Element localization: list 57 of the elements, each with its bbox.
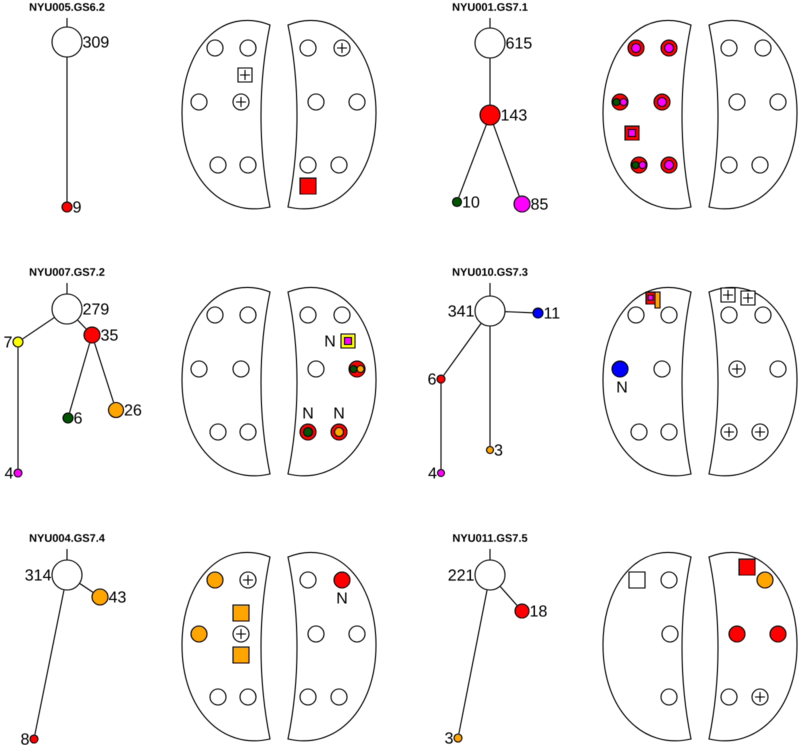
branch-line [69, 343, 90, 413]
branch-line [77, 320, 86, 330]
count-label: 3 [494, 444, 502, 456]
marker-letter: N [326, 336, 334, 346]
branch-line [443, 323, 482, 376]
branch-line [458, 124, 487, 198]
marker-letter: N [334, 408, 344, 418]
count-label: 43 [108, 591, 126, 603]
count-label: 85 [531, 198, 548, 210]
panel-title: NYU010.GS7.3 [452, 268, 528, 276]
branch-line [458, 590, 488, 734]
branch-line [489, 549, 491, 560]
branch-line [66, 18, 68, 26]
panel-title: NYU004.GS7.4 [30, 534, 105, 542]
count-label: 3 [445, 732, 453, 744]
count-label: 4 [4, 468, 13, 478]
count-label: 6 [428, 373, 436, 385]
count-label: 279 [83, 303, 108, 315]
count-label: 9 [73, 201, 81, 213]
count-label: 10 [463, 196, 480, 208]
branch-line [22, 317, 54, 340]
branch-line [66, 283, 68, 294]
count-label: 11 [544, 308, 560, 318]
count-label: 7 [4, 336, 12, 348]
count-label: 143 [502, 109, 527, 121]
count-label: 341 [448, 305, 474, 317]
branch-line [489, 58, 491, 104]
marker-letter: N [338, 592, 346, 604]
branch-line [17, 348, 19, 468]
panel-title: NYU007.GS7.2 [30, 268, 104, 276]
branch-line [66, 549, 68, 560]
panel-title: NYU011.GS7.5 [453, 534, 528, 542]
branch-line [506, 311, 532, 314]
branch-line [34, 590, 64, 735]
count-label: 4 [428, 468, 436, 478]
count-label: 35 [101, 329, 118, 341]
branch-line [500, 586, 518, 606]
branch-line [94, 342, 114, 402]
panel-title: NYU005.GS6.2 [30, 3, 104, 11]
count-label: 314 [25, 569, 51, 581]
branch-line [489, 283, 491, 296]
count-label: 615 [506, 37, 532, 49]
marker-letter: N [618, 382, 626, 392]
marker-letter: N [304, 408, 312, 418]
count-label: 221 [448, 569, 474, 581]
branch-line [493, 124, 520, 196]
branch-line [440, 384, 442, 469]
branch-line [489, 18, 491, 28]
branch-line [489, 326, 491, 446]
branch-line [66, 58, 68, 202]
count-label: 6 [74, 412, 82, 424]
count-label: 8 [21, 733, 29, 745]
panel-title: NYU001.GS7.1 [452, 3, 528, 11]
count-label: 26 [124, 404, 142, 416]
branch-line [80, 583, 94, 593]
count-label: 309 [83, 36, 108, 48]
count-label: 18 [530, 605, 547, 617]
